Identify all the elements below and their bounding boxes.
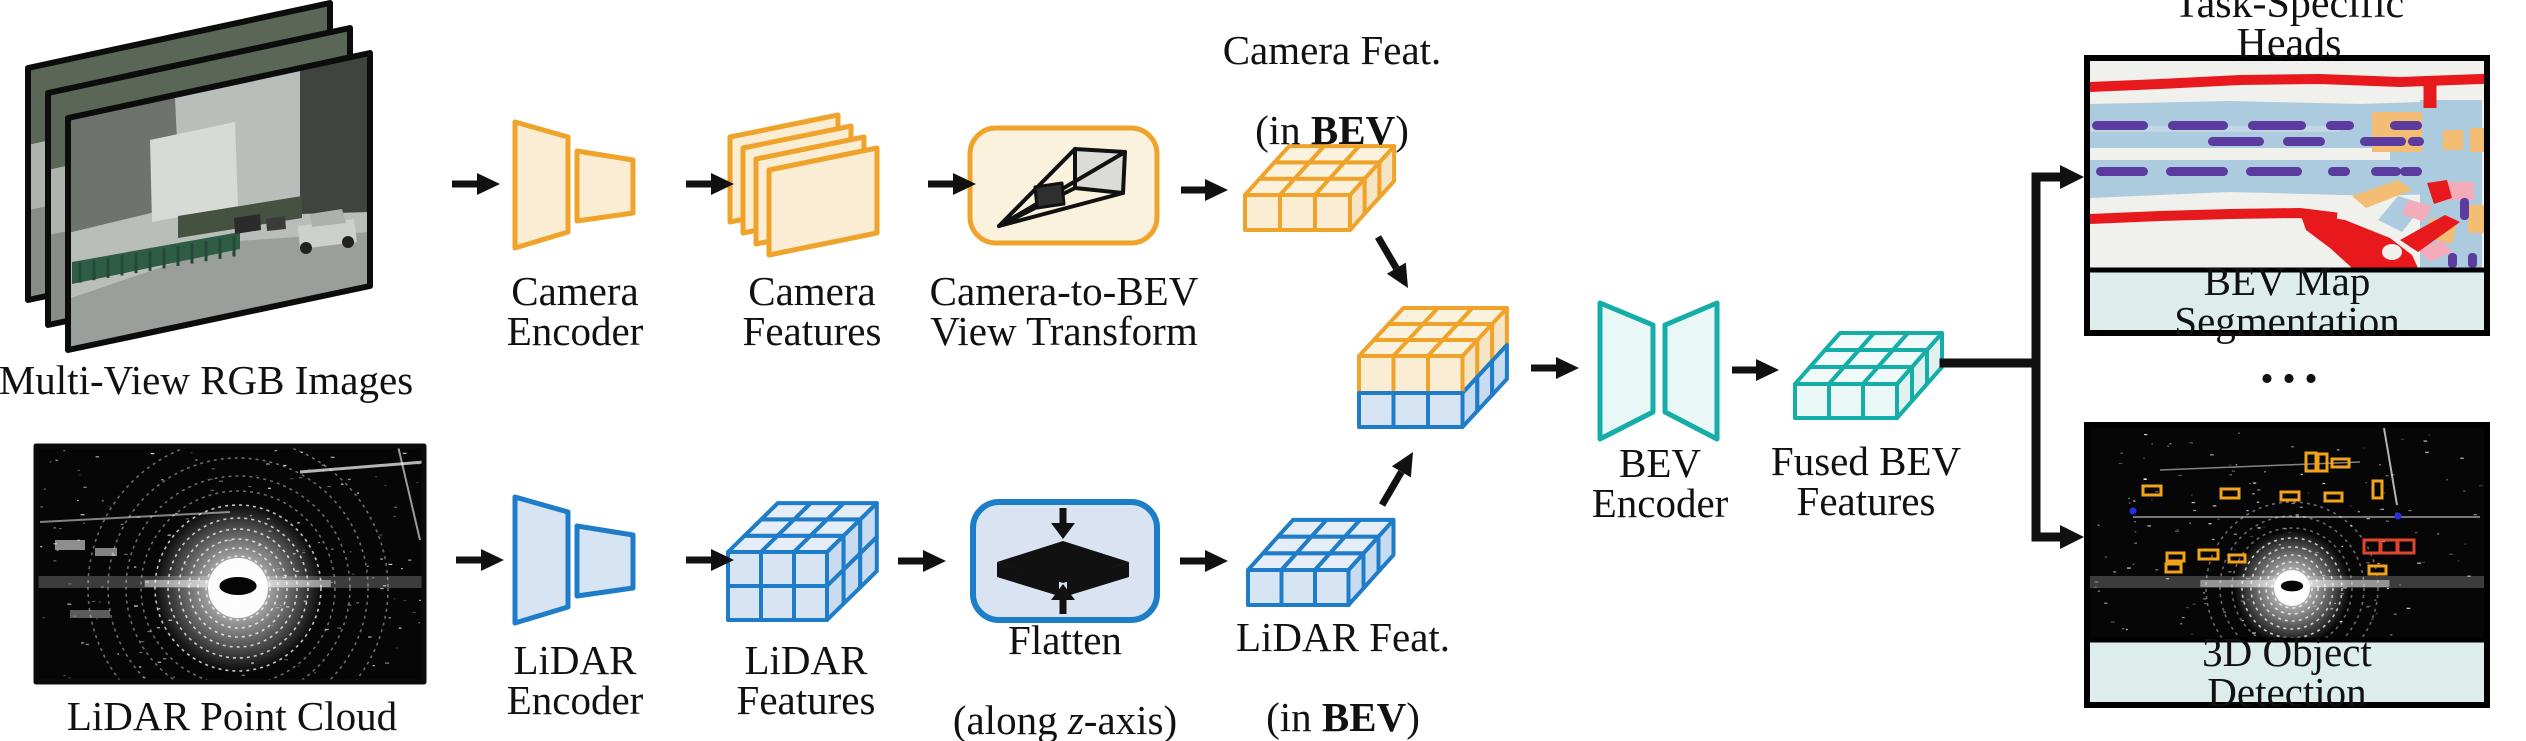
camera-encoder-shape [512, 119, 636, 251]
flatten-box [970, 499, 1160, 623]
seg-panel [2084, 55, 2490, 336]
heads-title: Task-Specific Heads [2173, 0, 2405, 67]
label-camera-feat-in-bev: Camera Feat. (in BEV) [1222, 27, 1442, 153]
label-fused-bev-features: Fused BEV Features [1770, 438, 1962, 524]
flatten-icon [997, 508, 1129, 614]
det-panel [2084, 422, 2490, 708]
flow-arrows [452, 173, 1779, 572]
label-flatten-along-z-axis: Flatten (along z-axis) [952, 617, 1178, 741]
label-multi-view-rgb-images: Multi-View RGB Images [0, 357, 414, 403]
label-lidar-feat-in-bev: LiDAR Feat. (in BEV) [1235, 614, 1451, 740]
label-bev-encoder: BEV Encoder [1591, 440, 1729, 526]
label-camera-encoder: Camera Encoder [506, 268, 644, 354]
lidar-features-cube [726, 501, 879, 622]
bev-encoder-shape [1597, 300, 1720, 442]
camera-frustum-icon [997, 147, 1127, 228]
lidar-point-cloud-image [33, 443, 427, 685]
seg-map [2090, 61, 2484, 270]
fused-bev-slab [1793, 331, 1944, 420]
label-lidar-point-cloud: LiDAR Point Cloud [66, 693, 398, 739]
label-lidar-features: LiDAR Features [736, 637, 876, 723]
seg-caption: BEV Map Segmentation [2174, 258, 2400, 344]
camera-feat-bev-slab [1243, 144, 1397, 232]
det-caption: 3D Object Detection [2202, 629, 2372, 715]
concatenated-bev-slab [1357, 306, 1509, 429]
label-camera-to-bev-view-transform: Camera-to-BEV View Transform [929, 268, 1199, 354]
ellipsis-more-heads: ... [2260, 333, 2326, 395]
label-lidar-encoder: LiDAR Encoder [506, 637, 644, 723]
camera-features-sheets [727, 112, 880, 258]
lidar-encoder-shape [512, 494, 636, 626]
branch-lines [1939, 165, 2084, 549]
lidar-feat-bev-slab [1246, 517, 1396, 607]
view-transform-box [967, 125, 1160, 246]
label-camera-features: Camera Features [742, 268, 882, 354]
multi-view-images-stack [25, 0, 373, 353]
